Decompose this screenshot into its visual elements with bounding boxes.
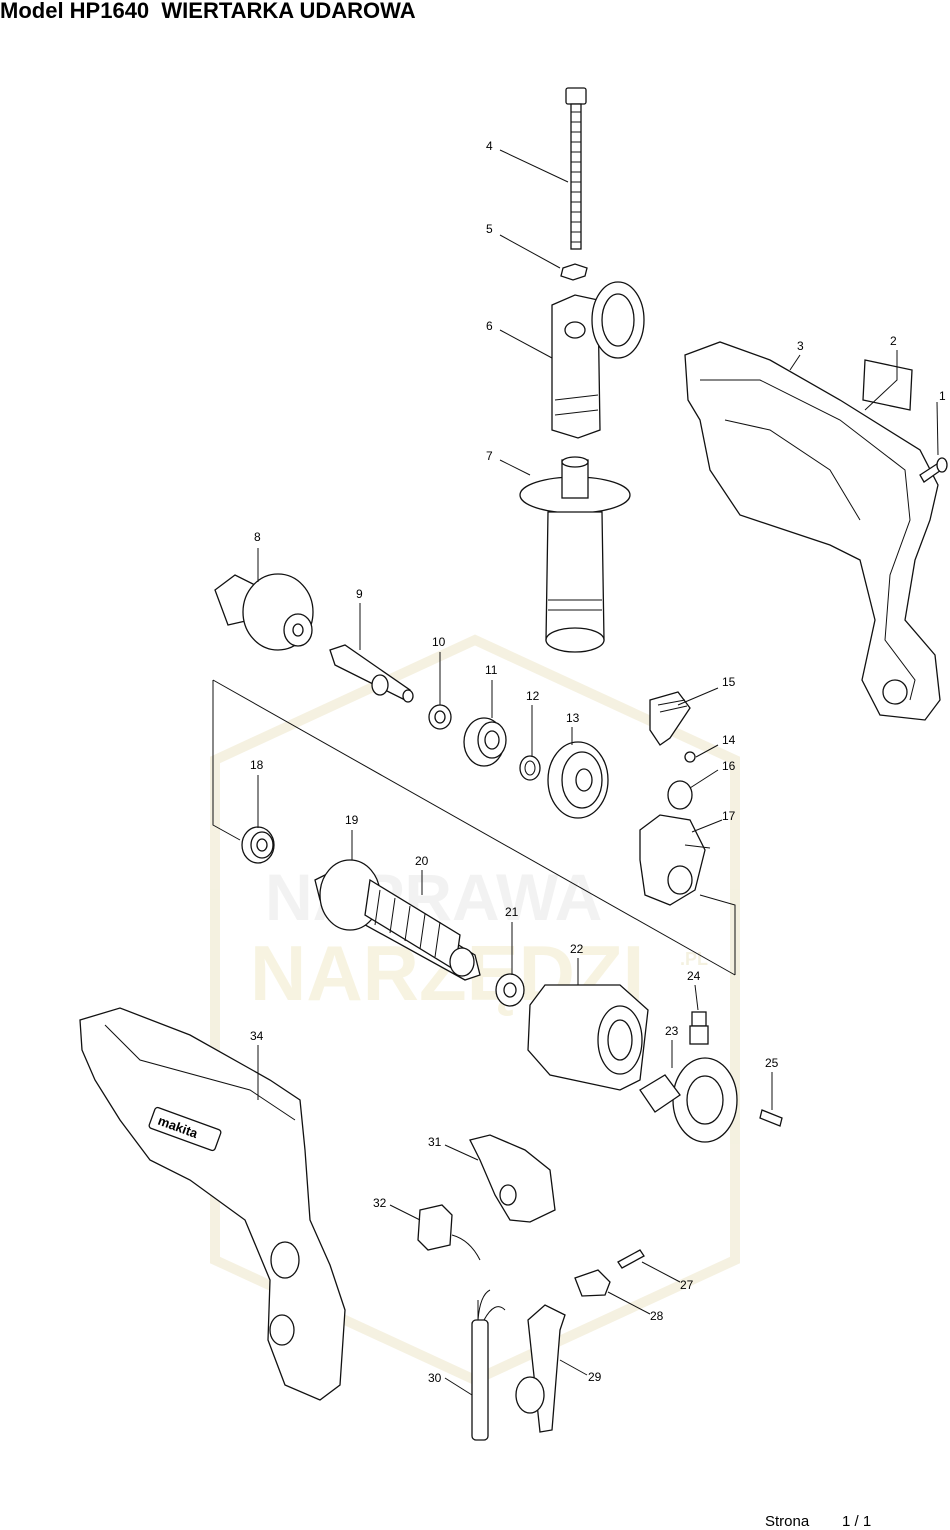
part-16-oring xyxy=(667,780,693,810)
part-6-handle-clamp xyxy=(551,281,645,439)
part-2-label xyxy=(862,359,913,411)
part-label-27: 27 xyxy=(680,1278,694,1292)
part-8-chuck xyxy=(214,573,314,651)
part-label-11: 11 xyxy=(485,663,498,677)
part-label-16: 16 xyxy=(722,759,736,773)
part-18-bearing xyxy=(241,826,275,864)
part-label-30: 30 xyxy=(428,1371,442,1385)
part-label-17: 17 xyxy=(722,809,736,823)
part-15-lever xyxy=(649,691,691,746)
part-24-brush-holder xyxy=(689,1011,709,1045)
part-22-field xyxy=(527,984,649,1091)
part-label-22: 22 xyxy=(570,942,584,956)
part-label-32: 32 xyxy=(373,1196,387,1210)
part-25-screw xyxy=(759,1109,783,1127)
watermark-word-3: .PL xyxy=(680,949,708,969)
part-17-gear-housing xyxy=(639,814,711,906)
part-4-bolt xyxy=(565,87,587,250)
leader-lines xyxy=(257,149,939,1396)
part-label-18: 18 xyxy=(250,758,264,772)
part-9-spindle xyxy=(329,644,414,703)
part-14-ball xyxy=(684,751,696,763)
part-label-19: 19 xyxy=(345,813,359,827)
part-label-10: 10 xyxy=(432,635,446,649)
part-21-bearing xyxy=(495,973,525,1007)
part-label-3: 3 xyxy=(797,339,804,353)
part-label-4: 4 xyxy=(486,139,493,153)
part-30-cord xyxy=(471,1289,506,1441)
part-label-25: 25 xyxy=(765,1056,779,1070)
part-29-cord-guard xyxy=(515,1304,566,1433)
part-label-12: 12 xyxy=(526,689,540,703)
part-label-15: 15 xyxy=(722,675,736,689)
part-32-capacitor xyxy=(417,1204,481,1261)
part-label-13: 13 xyxy=(566,711,580,725)
part-label-8: 8 xyxy=(254,530,261,544)
part-label-1: 1 xyxy=(939,389,946,403)
part-1-screw xyxy=(919,457,948,483)
part-23-holder-ring xyxy=(639,1057,738,1143)
part-10-sleeve xyxy=(428,704,452,730)
part-label-34: 34 xyxy=(250,1029,264,1043)
part-label-9: 9 xyxy=(356,587,363,601)
part-7-side-handle xyxy=(519,456,631,653)
page-label: Strona xyxy=(765,1513,810,1530)
part-11-bearing xyxy=(463,717,507,767)
part-13-gear xyxy=(547,741,609,819)
part-label-31: 31 xyxy=(428,1135,442,1149)
part-5-washer xyxy=(560,263,588,281)
part-label-2: 2 xyxy=(890,334,897,348)
part-label-20: 20 xyxy=(415,854,429,868)
page-number: 1 / 1 xyxy=(842,1513,872,1530)
part-label-7: 7 xyxy=(486,449,493,463)
part-label-6: 6 xyxy=(486,319,493,333)
part-label-21: 21 xyxy=(505,905,519,919)
assembly-bracket xyxy=(212,679,736,976)
page-title: Model HP1640 WIERTARKA UDAROWA xyxy=(0,0,416,23)
part-27-screw xyxy=(617,1249,645,1269)
part-label-24: 24 xyxy=(687,969,701,983)
part-number-labels: 1 2 3 4 5 6 7 8 9 10 11 12 13 14 15 16 1… xyxy=(250,139,946,1385)
part-label-28: 28 xyxy=(650,1309,664,1323)
part-28-strain-relief xyxy=(574,1269,611,1297)
part-label-5: 5 xyxy=(486,222,493,236)
part-31-switch xyxy=(469,1134,556,1223)
part-34-housing-set: makita xyxy=(79,1007,346,1401)
part-label-29: 29 xyxy=(588,1370,602,1384)
part-label-14: 14 xyxy=(722,733,736,747)
part-label-23: 23 xyxy=(665,1024,679,1038)
part-12-ring xyxy=(519,755,541,781)
part-19-20-armature xyxy=(314,859,481,981)
part-3-housing xyxy=(684,341,941,721)
